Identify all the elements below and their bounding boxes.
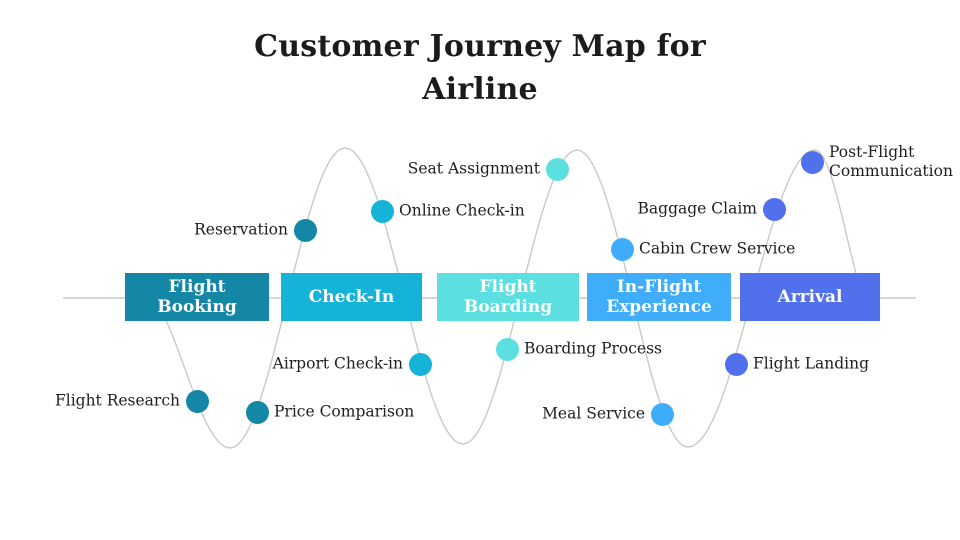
touchpoint-dot-post-flight-communication xyxy=(800,150,824,174)
touchpoint-dot-online-check-in xyxy=(370,199,394,223)
touchpoint-label-cabin-crew-service: Cabin Crew Service xyxy=(639,239,796,258)
touchpoint-label-boarding-process: Boarding Process xyxy=(524,339,663,358)
touchpoint-label-airport-check-in: Airport Check-in xyxy=(272,354,403,373)
touchpoint-dot-seat-assignment xyxy=(545,157,569,181)
stage-box-flight-booking: Flight Booking xyxy=(125,273,269,321)
touchpoint-label-flight-research: Flight Research xyxy=(54,391,180,410)
stage-label: Check-In xyxy=(308,286,395,307)
touchpoint-dot-flight-research xyxy=(185,389,209,413)
stage-label: Flight Boarding xyxy=(463,276,553,317)
touchpoint-label-seat-assignment: Seat Assignment xyxy=(407,159,540,178)
stage-label: Flight Booking xyxy=(157,276,237,317)
stage-box-in-flight-experience: In-Flight Experience xyxy=(587,273,731,321)
touchpoint-label-price-comparison: Price Comparison xyxy=(274,402,415,421)
touchpoint-label-meal-service: Meal Service xyxy=(542,404,645,423)
touchpoint-label-post-flight-communication: Post-Flight Communication xyxy=(829,143,953,180)
touchpoint-label-flight-landing: Flight Landing xyxy=(753,354,870,373)
touchpoint-dot-price-comparison xyxy=(245,400,269,424)
stage-label: In-Flight Experience xyxy=(606,276,712,317)
stage-box-flight-boarding: Flight Boarding xyxy=(437,273,579,321)
touchpoint-label-baggage-claim: Baggage Claim xyxy=(637,199,757,218)
touchpoint-dot-airport-check-in xyxy=(408,352,432,376)
stage-box-arrival: Arrival xyxy=(740,273,880,321)
touchpoint-dot-meal-service xyxy=(650,402,674,426)
touchpoint-label-reservation: Reservation xyxy=(194,220,288,239)
touchpoint-dot-cabin-crew-service xyxy=(610,237,634,261)
touchpoint-dot-flight-landing xyxy=(724,352,748,376)
stage-label: Arrival xyxy=(777,286,843,307)
stage-box-check-in: Check-In xyxy=(281,273,422,321)
touchpoint-label-online-check-in: Online Check-in xyxy=(399,201,525,220)
page-title: Customer Journey Map for Airline xyxy=(254,29,706,107)
touchpoint-dot-boarding-process xyxy=(495,337,519,361)
touchpoint-dot-baggage-claim xyxy=(762,197,786,221)
touchpoint-dot-reservation xyxy=(293,218,317,242)
